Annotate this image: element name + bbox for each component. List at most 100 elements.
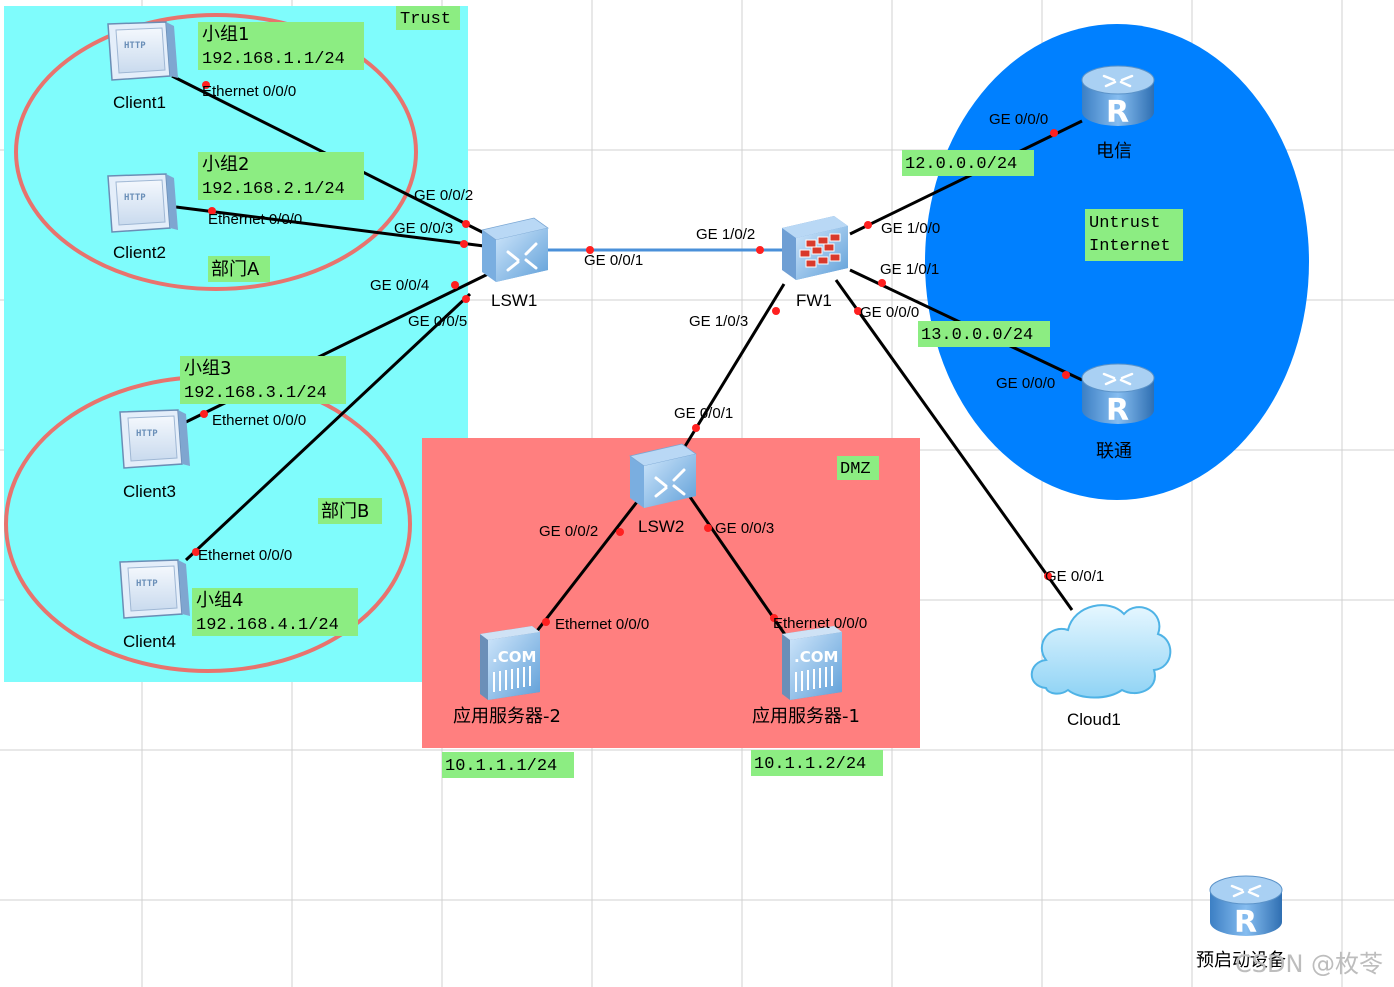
subnet-server2: 10.1.1.1/24	[442, 752, 574, 778]
port-label: GE 0/0/1	[674, 405, 733, 422]
subnet-server1: 10.1.1.2/24	[751, 750, 883, 776]
watermark: CSDN @枚苓	[1235, 950, 1383, 978]
port-label: GE 1/0/1	[880, 261, 939, 278]
svg-text:小组4: 小组4	[196, 590, 243, 611]
trust-zone[interactable]	[4, 6, 468, 682]
com-server-icon	[479, 625, 541, 701]
svg-text:小组3: 小组3	[184, 358, 231, 379]
telecom-label: 电信	[1096, 141, 1132, 162]
port-label: GE 0/0/5	[408, 313, 467, 330]
svg-text:小组1: 小组1	[202, 24, 249, 45]
link-client2-lsw1[interactable]	[175, 205, 485, 248]
untrust-zone[interactable]	[925, 24, 1309, 500]
port-label: GE 0/0/2	[539, 523, 598, 540]
dept-b-label: 部门B	[321, 501, 369, 522]
link-fw1-telecom[interactable]	[849, 119, 1083, 236]
http-client-icon	[107, 21, 179, 81]
com-server-icon	[781, 625, 843, 701]
fw1[interactable]: FW1	[781, 215, 849, 310]
port-label: GE 0/0/2	[414, 187, 473, 204]
subnet-unicom: 13.0.0.0/24	[918, 321, 1050, 347]
port-label: GE 0/0/0	[989, 111, 1048, 128]
lsw1[interactable]: LSW1	[480, 216, 550, 310]
port-label: Ethernet 0/0/0	[773, 615, 867, 632]
link-lsw2-server1[interactable]	[686, 493, 788, 637]
group-4-label: 小组4 192.168.4.1/24	[192, 588, 358, 636]
port-label: Ethernet 0/0/0	[202, 83, 296, 100]
port-label: GE 1/0/2	[696, 226, 755, 243]
http-client-icon	[119, 409, 191, 469]
trust-label: Trust	[400, 10, 451, 29]
server2-label: 应用服务器-2	[453, 706, 561, 727]
trust-label-bg	[396, 6, 460, 30]
internet-label: Internet	[1089, 237, 1171, 256]
port-label: Ethernet 0/0/0	[555, 616, 649, 633]
port-label: GE 0/0/0	[996, 375, 1055, 392]
client4-label: Client4	[123, 632, 176, 651]
switch-icon	[480, 216, 550, 284]
dept-a-label-bg	[208, 256, 270, 282]
lsw1-label: LSW1	[491, 291, 537, 310]
group-1-label: 小组1 192.168.1.1/24	[198, 22, 364, 70]
client2[interactable]: Client2	[107, 173, 179, 262]
subnet-telecom: 12.0.0.0/24	[902, 150, 1034, 176]
http-client-icon	[107, 173, 179, 233]
firewall-icon	[781, 215, 849, 281]
router-telecom[interactable]: 电信	[1080, 64, 1156, 162]
port-label: GE 0/0/3	[394, 220, 453, 237]
link-lsw2-server2[interactable]	[528, 497, 642, 641]
port-label: GE 1/0/3	[689, 313, 748, 330]
port-label: Ethernet 0/0/0	[208, 211, 302, 228]
link-client4-lsw1[interactable]	[184, 292, 472, 562]
dmz-label-bg	[837, 456, 879, 480]
group-3-label: 小组3 192.168.3.1/24	[180, 356, 346, 404]
port-label: GE 1/0/0	[881, 220, 940, 237]
group-2-label: 小组2 192.168.2.1/24	[198, 152, 364, 200]
port-label: GE 0/0/1	[584, 252, 643, 269]
link-fw1-cloud1[interactable]	[834, 279, 1074, 611]
port-label: Ethernet 0/0/0	[212, 412, 306, 429]
unicom-label: 联通	[1096, 441, 1132, 462]
client3[interactable]: Client3	[119, 409, 191, 501]
router-unicom[interactable]: 联通	[1080, 362, 1156, 462]
port-labels: Ethernet 0/0/0 Ethernet 0/0/0 Ethernet 0…	[198, 83, 1104, 633]
cloud1[interactable]: Cloud1	[1030, 604, 1172, 729]
client1[interactable]: Client1	[107, 21, 179, 112]
port-label: GE 0/0/3	[715, 520, 774, 537]
dept-a-ellipse[interactable]	[14, 13, 418, 291]
client4[interactable]: Client4	[119, 559, 191, 651]
svg-text:小组2: 小组2	[202, 154, 249, 175]
svg-text:10.1.1.1/24: 10.1.1.1/24	[445, 757, 557, 776]
spare-router-label: 预启动设备	[1196, 950, 1286, 971]
router-icon	[1080, 362, 1156, 430]
server-2[interactable]: 应用服务器-2	[453, 625, 561, 727]
svg-text:12.0.0.0/24: 12.0.0.0/24	[905, 155, 1017, 174]
svg-text:10.1.1.2/24: 10.1.1.2/24	[754, 755, 866, 774]
router-icon	[1080, 64, 1156, 132]
dmz-label: DMZ	[840, 460, 871, 479]
fw1-label: FW1	[796, 291, 832, 310]
untrust-label: Untrust	[1089, 214, 1160, 233]
dept-a-label: 部门A	[211, 259, 260, 280]
router-icon	[1208, 874, 1284, 942]
port-dots	[192, 81, 1070, 626]
svg-text:192.168.1.1/24: 192.168.1.1/24	[202, 50, 345, 69]
port-label: Ethernet 0/0/0	[198, 547, 292, 564]
svg-text:192.168.4.1/24: 192.168.4.1/24	[196, 616, 339, 635]
http-client-icon	[119, 559, 191, 619]
server-1[interactable]: 应用服务器-1	[752, 625, 860, 727]
router-spare[interactable]: 预启动设备	[1196, 874, 1286, 971]
link-fw1-lsw2[interactable]	[682, 283, 786, 449]
untrust-label-bg	[1085, 209, 1183, 261]
port-label: GE 0/0/1	[1045, 568, 1104, 585]
svg-text:192.168.3.1/24: 192.168.3.1/24	[184, 384, 327, 403]
svg-text:192.168.2.1/24: 192.168.2.1/24	[202, 180, 345, 199]
server1-label: 应用服务器-1	[752, 706, 860, 727]
cloud1-label: Cloud1	[1067, 710, 1121, 729]
lsw2[interactable]: LSW2	[628, 442, 698, 536]
svg-text:13.0.0.0/24: 13.0.0.0/24	[921, 326, 1033, 345]
client2-label: Client2	[113, 243, 166, 262]
cloud-icon	[1030, 604, 1172, 699]
